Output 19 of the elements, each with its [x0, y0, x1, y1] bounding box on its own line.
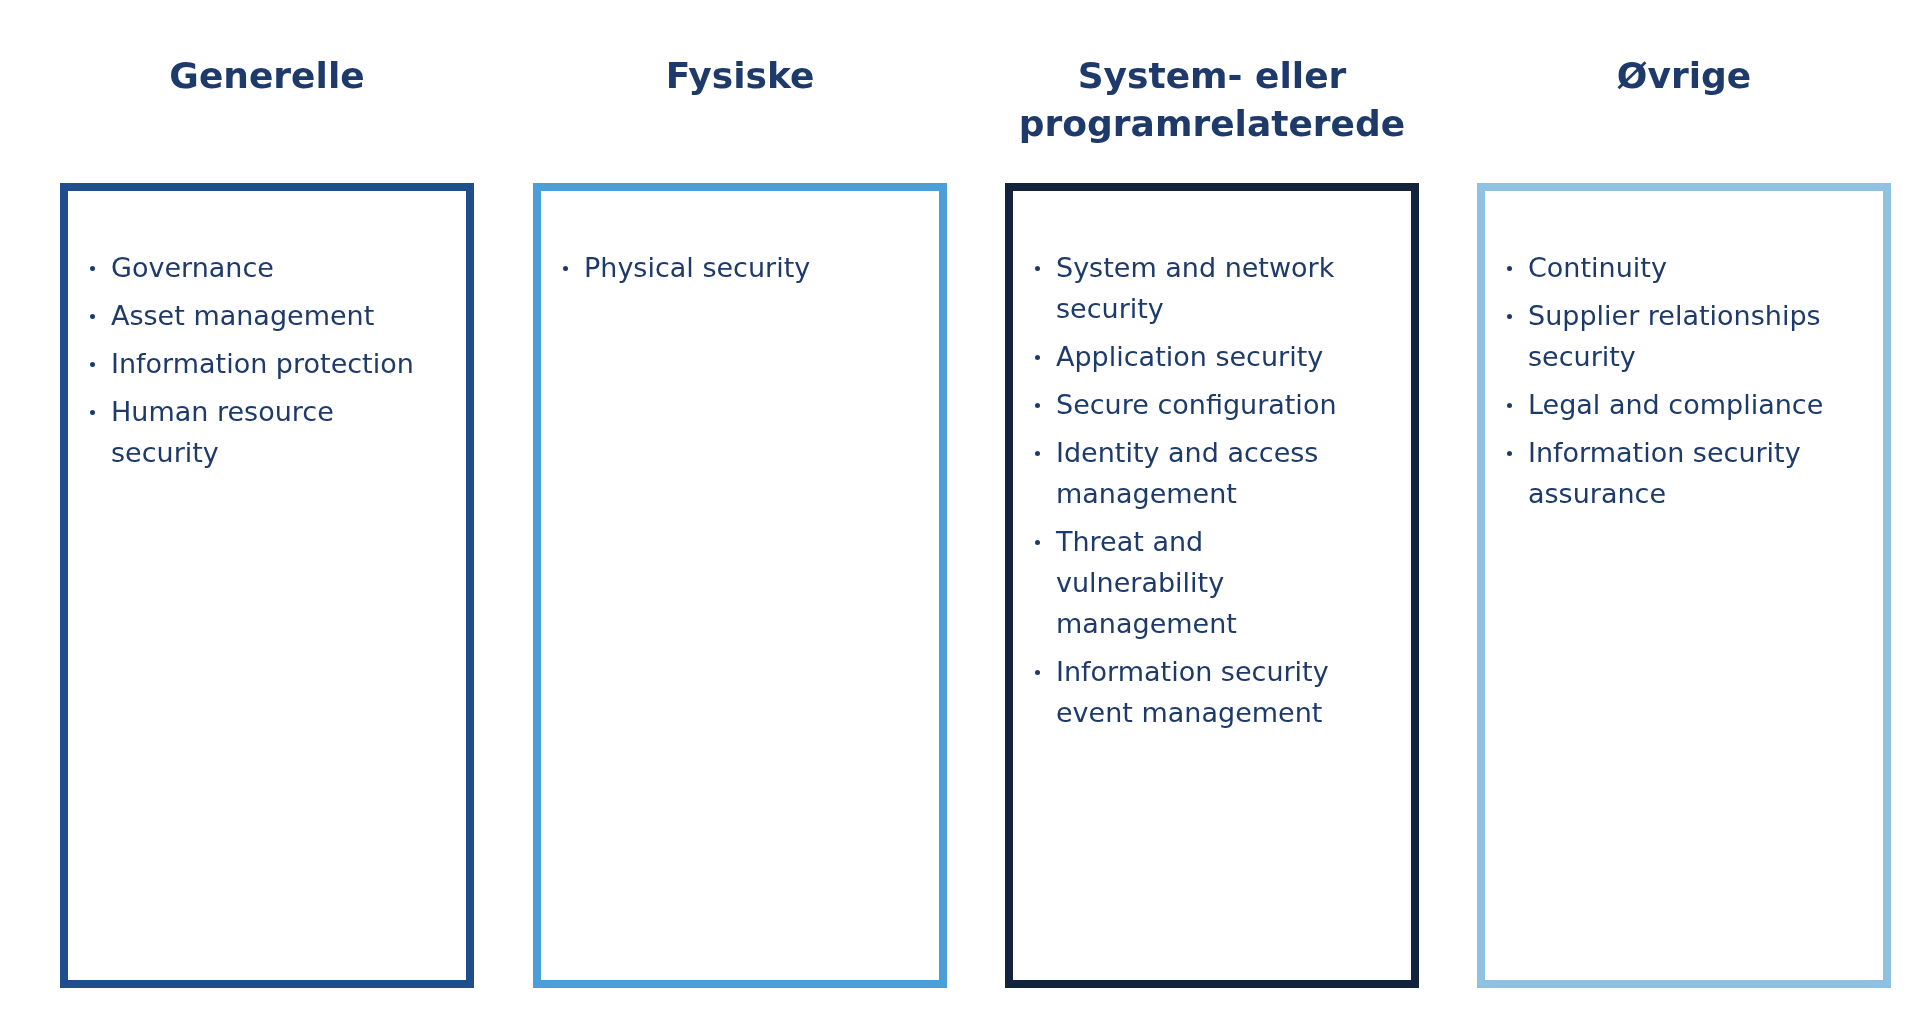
list-item: System and network security	[1056, 251, 1336, 326]
list-item: Human resource security	[111, 395, 335, 470]
list-item: Information protection	[111, 347, 415, 381]
column-heading: Øvrige	[1615, 54, 1753, 98]
list-item: Physical security	[584, 251, 812, 285]
list-item: Supplier relationships security	[1528, 299, 1822, 374]
column-heading: Generelle	[168, 54, 366, 98]
list-item: Application security	[1056, 340, 1325, 374]
list-item: Information security assurance	[1528, 436, 1802, 511]
list-item: Governance	[111, 251, 275, 285]
list-item: Identity and access management	[1056, 436, 1320, 511]
list-item: Asset management	[111, 299, 376, 333]
column-heading: System- eller programrelaterede	[1017, 54, 1407, 146]
list-item: Continuity	[1528, 251, 1668, 285]
list-item: Information security event management	[1056, 655, 1330, 730]
column-heading: Fysiske	[664, 54, 816, 98]
list-item: Secure configuration	[1056, 388, 1338, 422]
list-item: Legal and compliance	[1528, 388, 1825, 422]
list-item: Threat and vulnerability management	[1056, 525, 1238, 641]
